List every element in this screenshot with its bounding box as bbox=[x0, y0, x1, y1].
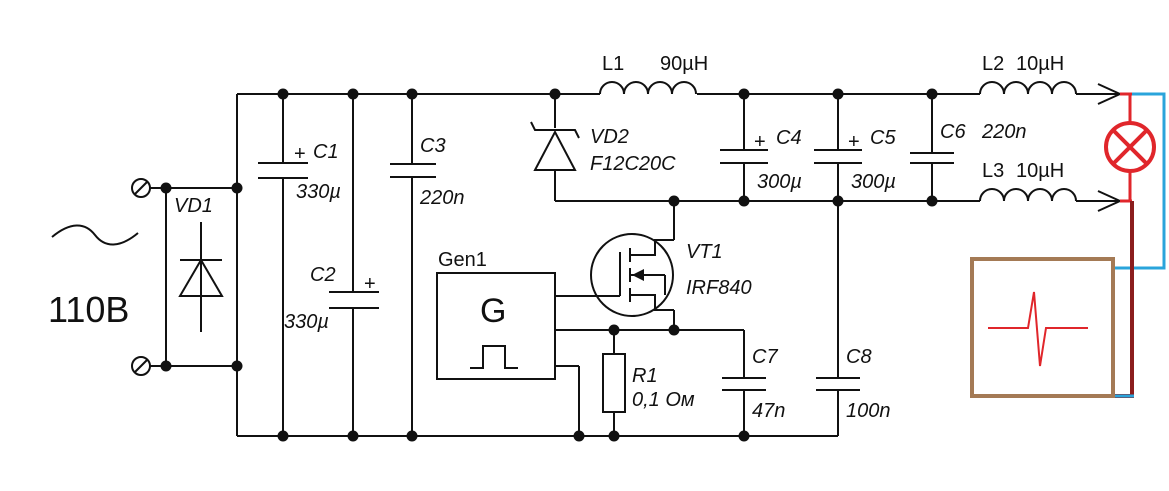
junctions bbox=[160, 88, 938, 442]
c1-capacitor: + C1 330µ bbox=[258, 141, 341, 203]
vd1-diode: VD1 bbox=[174, 195, 224, 332]
input-terminal-bottom bbox=[131, 356, 151, 376]
gen1-label: Gen1 bbox=[438, 249, 487, 271]
l1-inductor: L1 90µH bbox=[599, 53, 708, 95]
c7-label: C7 bbox=[752, 346, 778, 368]
vd1-label: VD1 bbox=[174, 195, 213, 217]
scope-probes bbox=[1113, 92, 1166, 398]
r1-label: R1 bbox=[632, 365, 658, 387]
c2-value: 330µ bbox=[284, 311, 329, 333]
output-arrows bbox=[1076, 83, 1123, 212]
l3-value: 10µH bbox=[1016, 160, 1064, 182]
c1-plus: + bbox=[294, 143, 306, 165]
l2-inductor: L2 10µH bbox=[979, 53, 1078, 96]
c2-label: C2 bbox=[310, 264, 336, 286]
vt1-part: IRF840 bbox=[686, 277, 752, 299]
l2-label: L2 bbox=[982, 53, 1004, 75]
c5-label: C5 bbox=[870, 127, 896, 149]
c1-label: C1 bbox=[313, 141, 339, 163]
c2-plus: + bbox=[364, 273, 376, 295]
c3-value: 220n bbox=[419, 187, 465, 209]
r1-resistor: R1 0,1 Ом bbox=[602, 353, 695, 413]
l1-label: L1 bbox=[602, 53, 624, 75]
vd2-part: F12C20C bbox=[590, 153, 676, 175]
l3-label: L3 bbox=[982, 160, 1004, 182]
vd2-label: VD2 bbox=[590, 126, 629, 148]
c5-value: 300µ bbox=[851, 171, 896, 193]
c4-label: C4 bbox=[776, 127, 802, 149]
oscilloscope bbox=[970, 257, 1115, 398]
c2-capacitor: + C2 330µ bbox=[284, 264, 379, 333]
c8-label: C8 bbox=[846, 346, 872, 368]
c5-plus: + bbox=[848, 131, 860, 153]
c3-capacitor: C3 220n bbox=[390, 135, 465, 209]
gen1-symbol: G bbox=[480, 292, 506, 330]
input-terminal-top bbox=[131, 178, 151, 198]
c6-capacitor: C6 bbox=[910, 121, 966, 164]
c6-label: C6 bbox=[940, 121, 966, 143]
vt1-label: VT1 bbox=[686, 241, 723, 263]
l2-value: 10µH bbox=[1016, 53, 1064, 75]
c8-capacitor: C8 100n bbox=[816, 346, 891, 422]
vt1-mosfet: VT1 IRF840 bbox=[590, 233, 752, 317]
gen1-generator: G Gen1 bbox=[436, 249, 556, 380]
c6-value: 220n bbox=[981, 121, 1027, 143]
c4-capacitor: + C4 300µ bbox=[720, 127, 802, 193]
l1-value: 90µH bbox=[660, 53, 708, 75]
l3-inductor: L3 10µH bbox=[979, 160, 1078, 203]
vd2-diode: VD2 F12C20C bbox=[530, 121, 676, 175]
c1-value: 330µ bbox=[296, 181, 341, 203]
c4-value: 300µ bbox=[757, 171, 802, 193]
c7-value: 47n bbox=[752, 400, 785, 422]
lamp bbox=[1104, 92, 1156, 203]
r1-value: 0,1 Ом bbox=[632, 389, 695, 411]
ac-source: 110B bbox=[48, 224, 139, 330]
c3-label: C3 bbox=[420, 135, 446, 157]
c5-capacitor: + C5 300µ bbox=[814, 127, 896, 193]
c7-capacitor: C7 47n bbox=[722, 346, 785, 422]
c8-value: 100n bbox=[846, 400, 891, 422]
source-voltage-label: 110B bbox=[48, 289, 129, 330]
c4-plus: + bbox=[754, 131, 766, 153]
